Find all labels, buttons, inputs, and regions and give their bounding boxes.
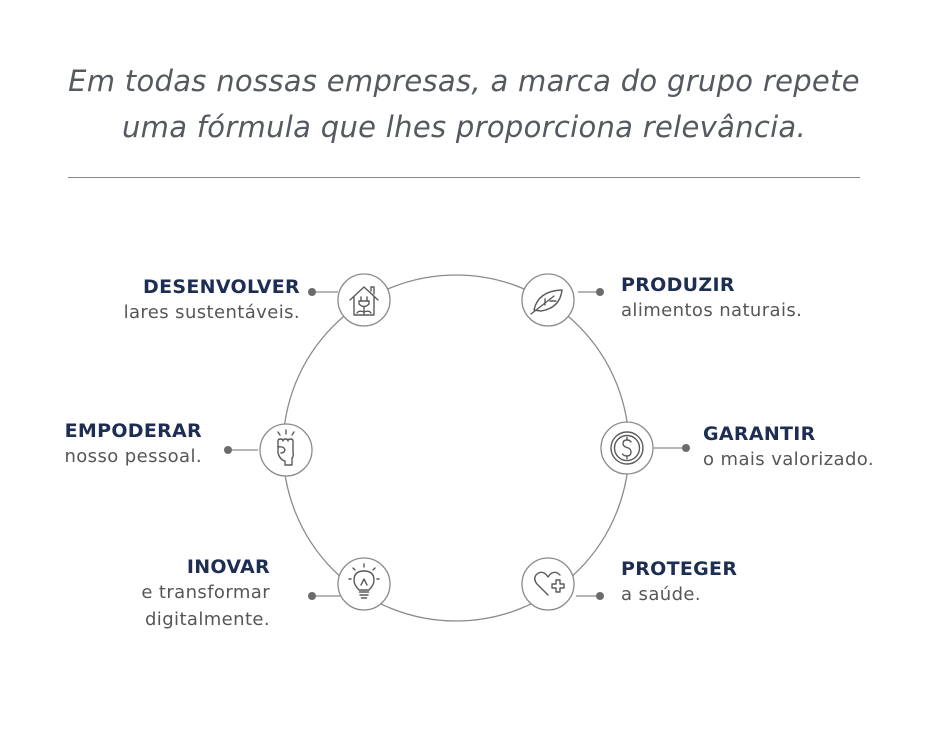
dot-garantir bbox=[682, 444, 690, 452]
label-produzir: PRODUZIR alimentos naturais. bbox=[621, 273, 881, 324]
raised-fist-icon bbox=[277, 429, 295, 466]
lightbulb-icon bbox=[348, 563, 380, 599]
heart-plus-icon bbox=[534, 571, 565, 596]
desc-desenvolver: lares sustentáveis. bbox=[123, 302, 300, 323]
title-proteger: PROTEGER bbox=[621, 558, 738, 580]
headline-line-1: Em todas nossas empresas, a marca do gru… bbox=[68, 64, 860, 98]
node-empoderar bbox=[259, 423, 313, 477]
dot-proteger bbox=[596, 592, 604, 600]
dot-empoderar bbox=[224, 446, 232, 454]
node-proteger bbox=[521, 557, 575, 611]
node-produzir bbox=[521, 273, 575, 327]
headline: Em todas nossas empresas, a marca do gru… bbox=[0, 58, 928, 150]
title-desenvolver: DESENVOLVER bbox=[143, 276, 300, 298]
node-garantir bbox=[600, 421, 654, 475]
node-inovar bbox=[337, 557, 391, 611]
dollar-coin-icon bbox=[610, 431, 644, 465]
title-empoderar: EMPODERAR bbox=[64, 420, 202, 442]
dot-desenvolver bbox=[308, 288, 316, 296]
sustainable-house-icon bbox=[349, 286, 379, 316]
leaf-icon bbox=[530, 289, 563, 315]
headline-line-2: uma fórmula que lhes proporciona relevân… bbox=[121, 110, 807, 144]
desc-inovar-2: digitalmente. bbox=[144, 609, 270, 630]
label-inovar: INOVAR e transformar digitalmente. bbox=[10, 555, 270, 633]
connector-dots bbox=[224, 288, 690, 600]
desc-empoderar: nosso pessoal. bbox=[64, 446, 202, 467]
divider bbox=[68, 177, 860, 178]
title-produzir: PRODUZIR bbox=[621, 274, 735, 296]
title-garantir: GARANTIR bbox=[703, 423, 816, 445]
dot-inovar bbox=[308, 592, 316, 600]
desc-produzir: alimentos naturais. bbox=[621, 300, 803, 321]
label-desenvolver: DESENVOLVER lares sustentáveis. bbox=[40, 275, 300, 326]
node-desenvolver bbox=[337, 273, 391, 327]
label-proteger: PROTEGER a saúde. bbox=[621, 557, 881, 608]
desc-garantir: o mais valorizado. bbox=[703, 449, 875, 470]
label-empoderar: EMPODERAR nosso pessoal. bbox=[0, 419, 202, 470]
desc-proteger: a saúde. bbox=[621, 584, 701, 605]
desc-inovar-1: e transformar bbox=[141, 582, 270, 603]
label-garantir: GARANTIR o mais valorizado. bbox=[703, 422, 928, 473]
cycle-ring bbox=[282, 274, 630, 622]
title-inovar: INOVAR bbox=[186, 556, 270, 578]
dot-produzir bbox=[596, 288, 604, 296]
